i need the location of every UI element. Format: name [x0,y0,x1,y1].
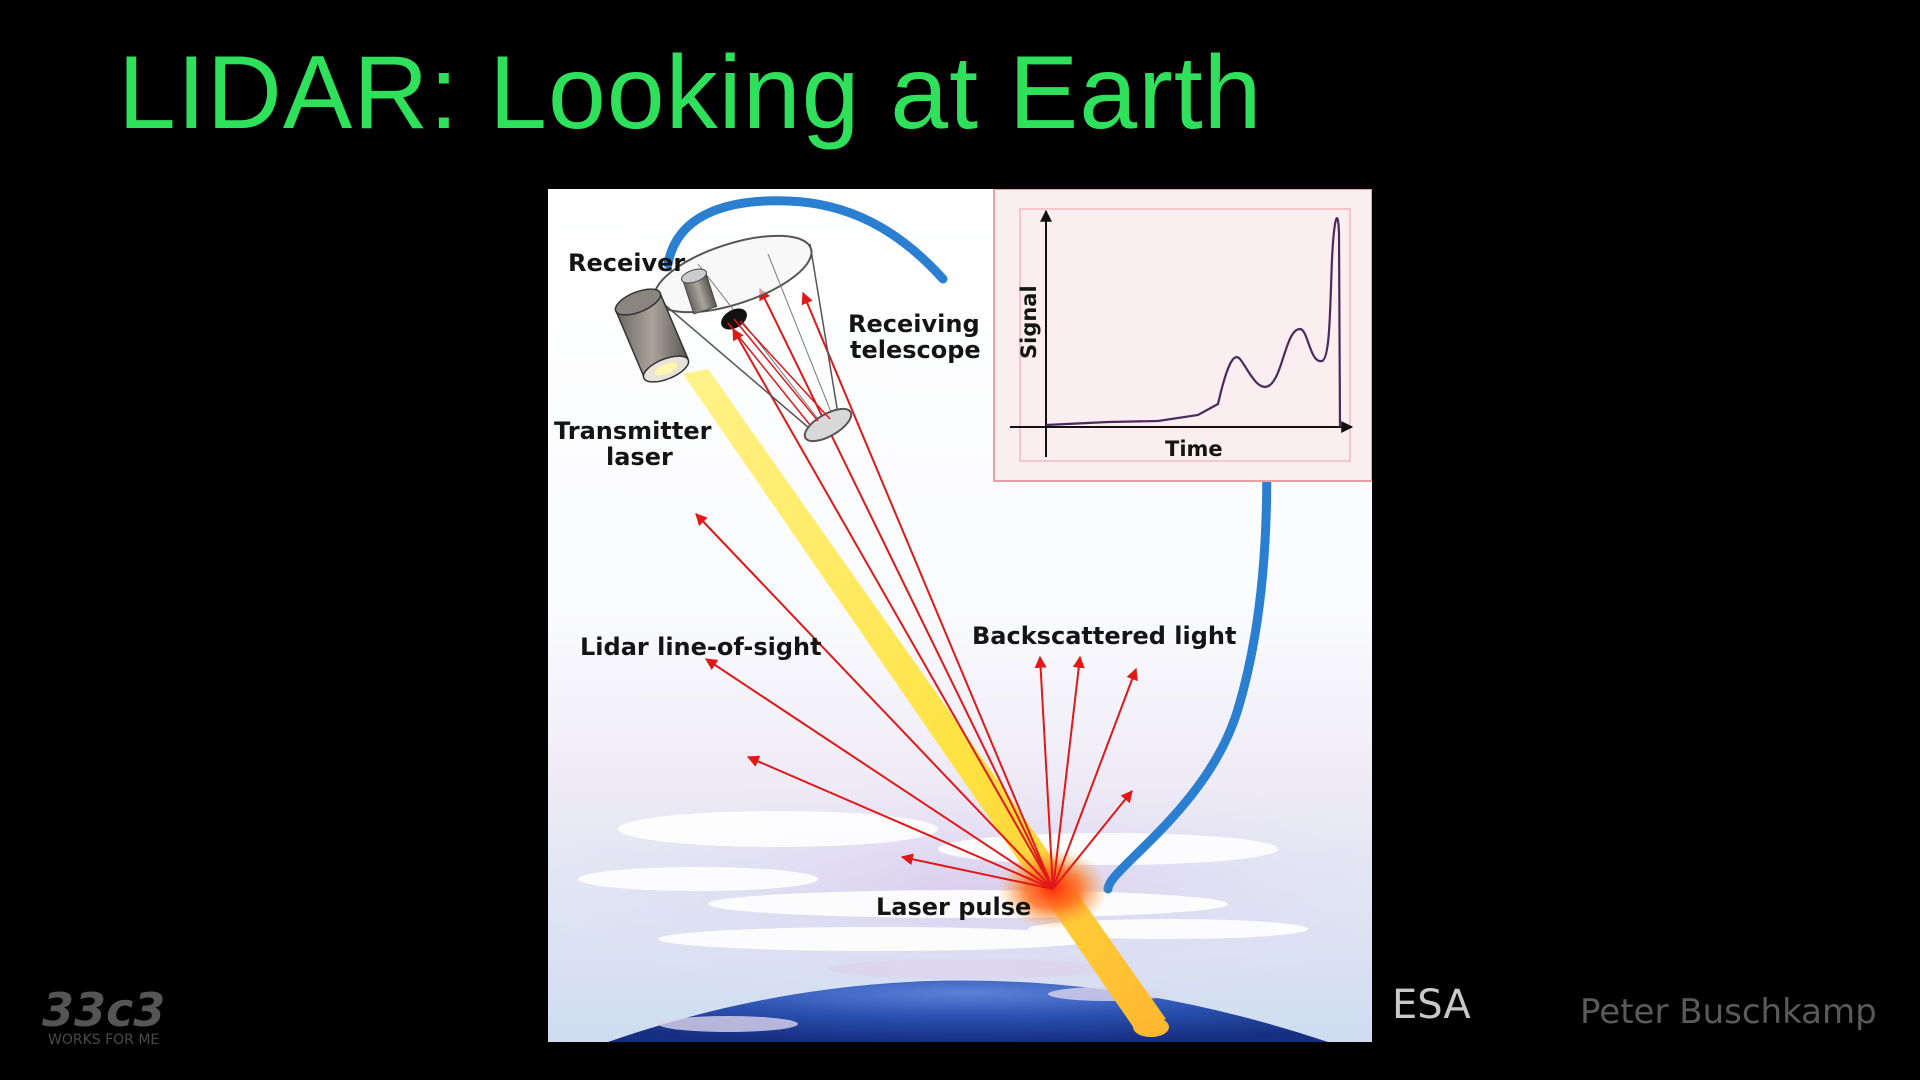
inset-frame [993,189,1372,482]
receiver-unit [680,268,718,315]
label-transmitter-1: Transmitter [554,417,712,445]
signal-inset-plot: Signal Time [993,189,1372,482]
event-logo-mark: 33c3 [42,983,165,1037]
event-logo-tagline: WORKS FOR ME [48,1032,159,1048]
label-receiving-telescope-2: telescope [850,336,981,364]
author-credit: Peter Buschkamp [1580,992,1877,1032]
inset-ylabel: Signal [1017,285,1041,359]
signal-curve [1045,217,1342,428]
line-of-sight-arrows [695,513,1054,890]
label-receiver: Receiver [568,249,685,277]
inset-xlabel: Time [1165,437,1223,461]
backscattered-arrows [1034,655,1138,890]
slide-title: LIDAR: Looking at Earth [118,35,1263,151]
cable-receiver-to-plot [663,196,948,284]
laser-beam-end [1133,1017,1169,1037]
label-line-of-sight: Lidar line-of-sight [580,633,822,661]
lidar-diagram-svg: Signal Time Receiver Receiving telescope… [548,189,1372,1042]
label-transmitter-2: laser [606,443,673,471]
return-arrows [732,287,1054,890]
event-logo: 33c3 WORKS FOR ME [42,983,165,1048]
label-receiving-telescope-1: Receiving [848,310,980,338]
transmitter-laser-unit [614,288,690,383]
label-laser-pulse: Laser pulse [876,893,1031,921]
label-backscattered-light: Backscattered light [972,622,1236,650]
inset-inner-frame [1019,208,1351,462]
earth-clouds [658,959,1168,1032]
lidar-diagram: Signal Time Receiver Receiving telescope… [548,189,1372,1042]
source-credit: ESA [1392,982,1471,1028]
